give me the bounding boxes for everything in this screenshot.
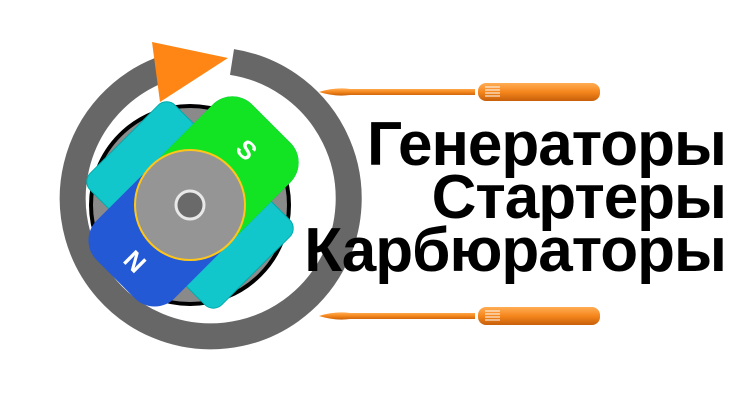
line-starters: Стартеры [431,163,727,232]
service-list: Генераторы Стартеры Карбюраторы [304,110,727,285]
screwdriver-top-icon [319,83,600,101]
rotation-ring [59,49,362,350]
line-carburetors: Карбюраторы [304,216,727,285]
screwdriver-bottom-icon [319,307,600,325]
rotation-arrow-icon [152,42,228,102]
shaft [174,189,206,221]
line-generators: Генераторы [366,110,727,179]
